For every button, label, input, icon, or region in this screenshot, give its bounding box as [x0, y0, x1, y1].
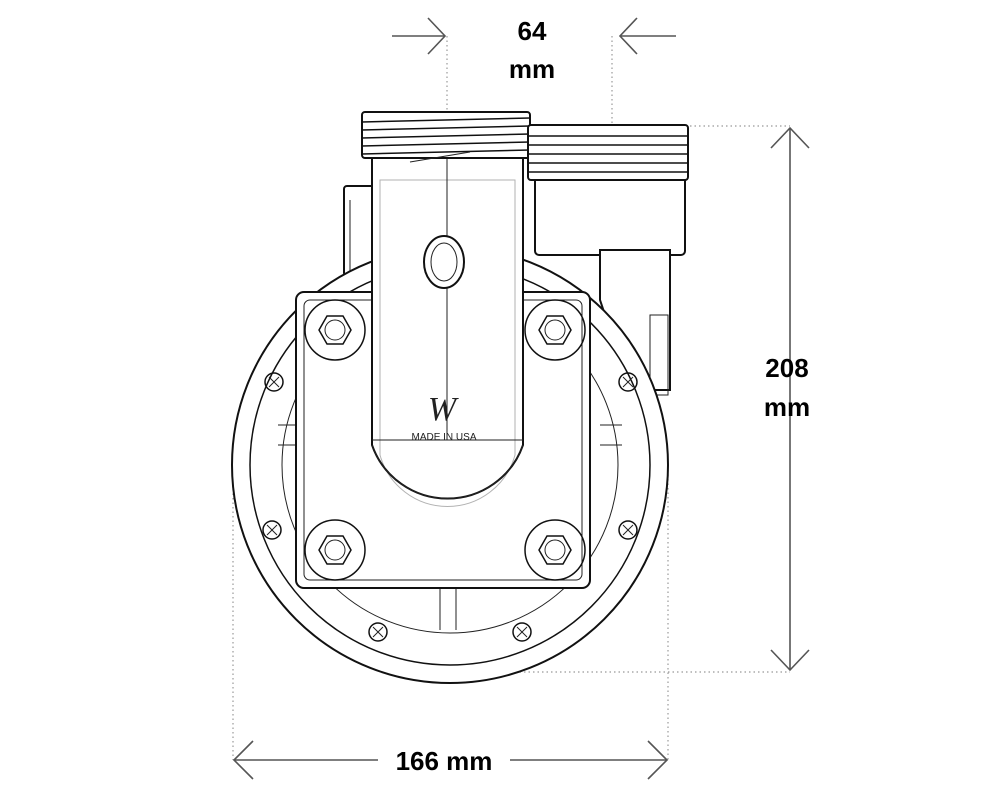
top-dimension-value: 64 [518, 16, 547, 46]
discharge-pipe-body [534, 174, 686, 256]
flange-screws [262, 372, 638, 642]
pump-body: W MADE IN USA [231, 111, 689, 684]
top-dimension-unit: mm [509, 54, 555, 84]
oval-port [423, 235, 465, 289]
suction-threads [361, 111, 531, 163]
cover-bolts [304, 299, 586, 581]
brand-logo: W [428, 391, 459, 428]
top-width-arrows [392, 17, 676, 55]
extension-lines [232, 36, 790, 760]
discharge-threads [527, 124, 689, 181]
made-in-label: MADE IN USA [411, 432, 476, 443]
right-dimension-unit: mm [764, 392, 810, 422]
right-height-arrow [770, 126, 810, 672]
bottom-width-arrow [232, 740, 669, 780]
right-dimension-value: 208 [765, 353, 808, 383]
bottom-dimension-label: 166 mm [396, 746, 493, 776]
